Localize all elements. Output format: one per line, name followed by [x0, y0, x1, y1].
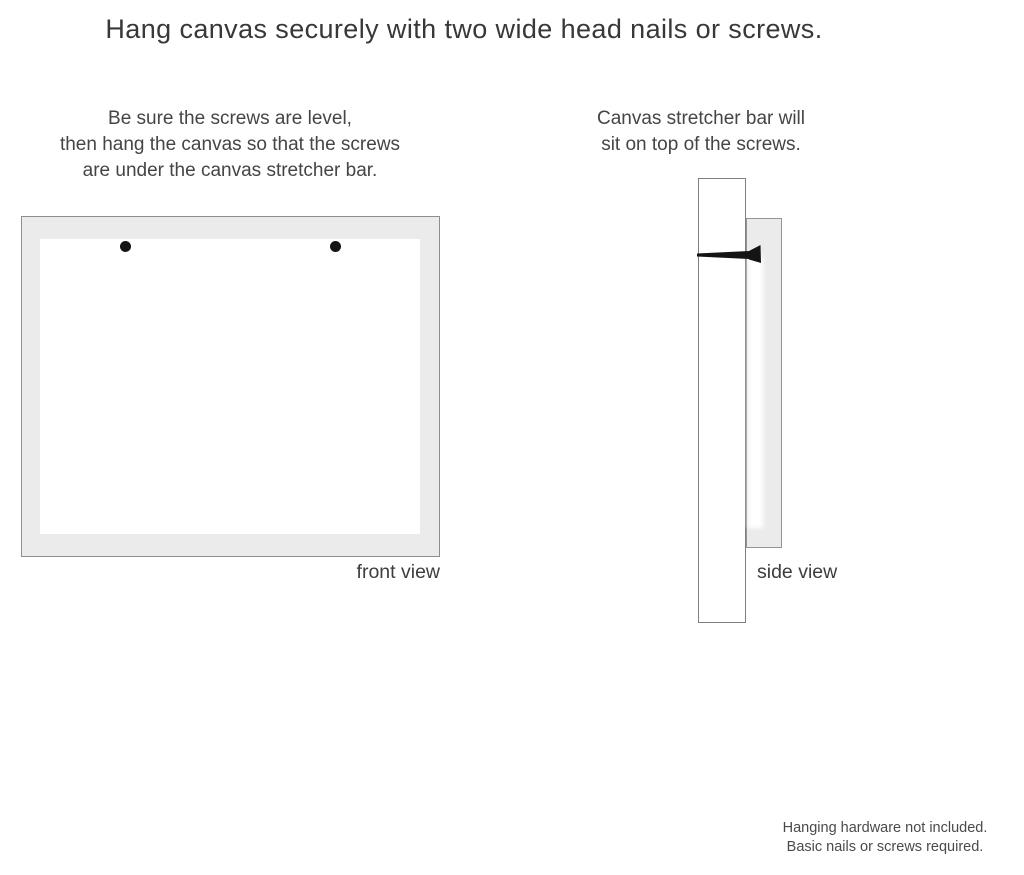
canvas-front-view-face: [40, 239, 420, 534]
hardware-disclaimer-line: Hanging hardware not included.: [782, 820, 988, 836]
screw-head-dot-icon: [330, 241, 341, 252]
hardware-disclaimer-line: Basic nails or screws required.: [786, 838, 984, 855]
front-view-instructions-line: Be sure the screws are level,: [108, 108, 352, 129]
side-view-instructions-line: Canvas stretcher bar will: [596, 108, 806, 129]
front-view-instructions: Be sure the screws are level, then hang …: [20, 106, 440, 184]
canvas-side-view: [746, 218, 782, 548]
side-view-label: side view: [757, 561, 838, 583]
front-view-instructions-line: then hang the canvas so that the screws: [59, 134, 401, 155]
nail-side-icon: [697, 245, 761, 263]
page-title: Hang canvas securely with two wide head …: [105, 14, 823, 44]
front-view-instructions-line: are under the canvas stretcher bar.: [82, 160, 378, 181]
side-view-instructions: Canvas stretcher bar will sit on top of …: [576, 106, 826, 158]
canvas-side-view-highlight: [748, 256, 763, 528]
front-view-label: front view: [356, 561, 440, 583]
side-view-instructions-line: sit on top of the screws.: [601, 134, 801, 155]
canvas-front-view-frame: [21, 216, 440, 557]
hardware-disclaimer: Hanging hardware not included. Basic nai…: [760, 819, 1010, 856]
screw-head-dot-icon: [120, 241, 131, 252]
